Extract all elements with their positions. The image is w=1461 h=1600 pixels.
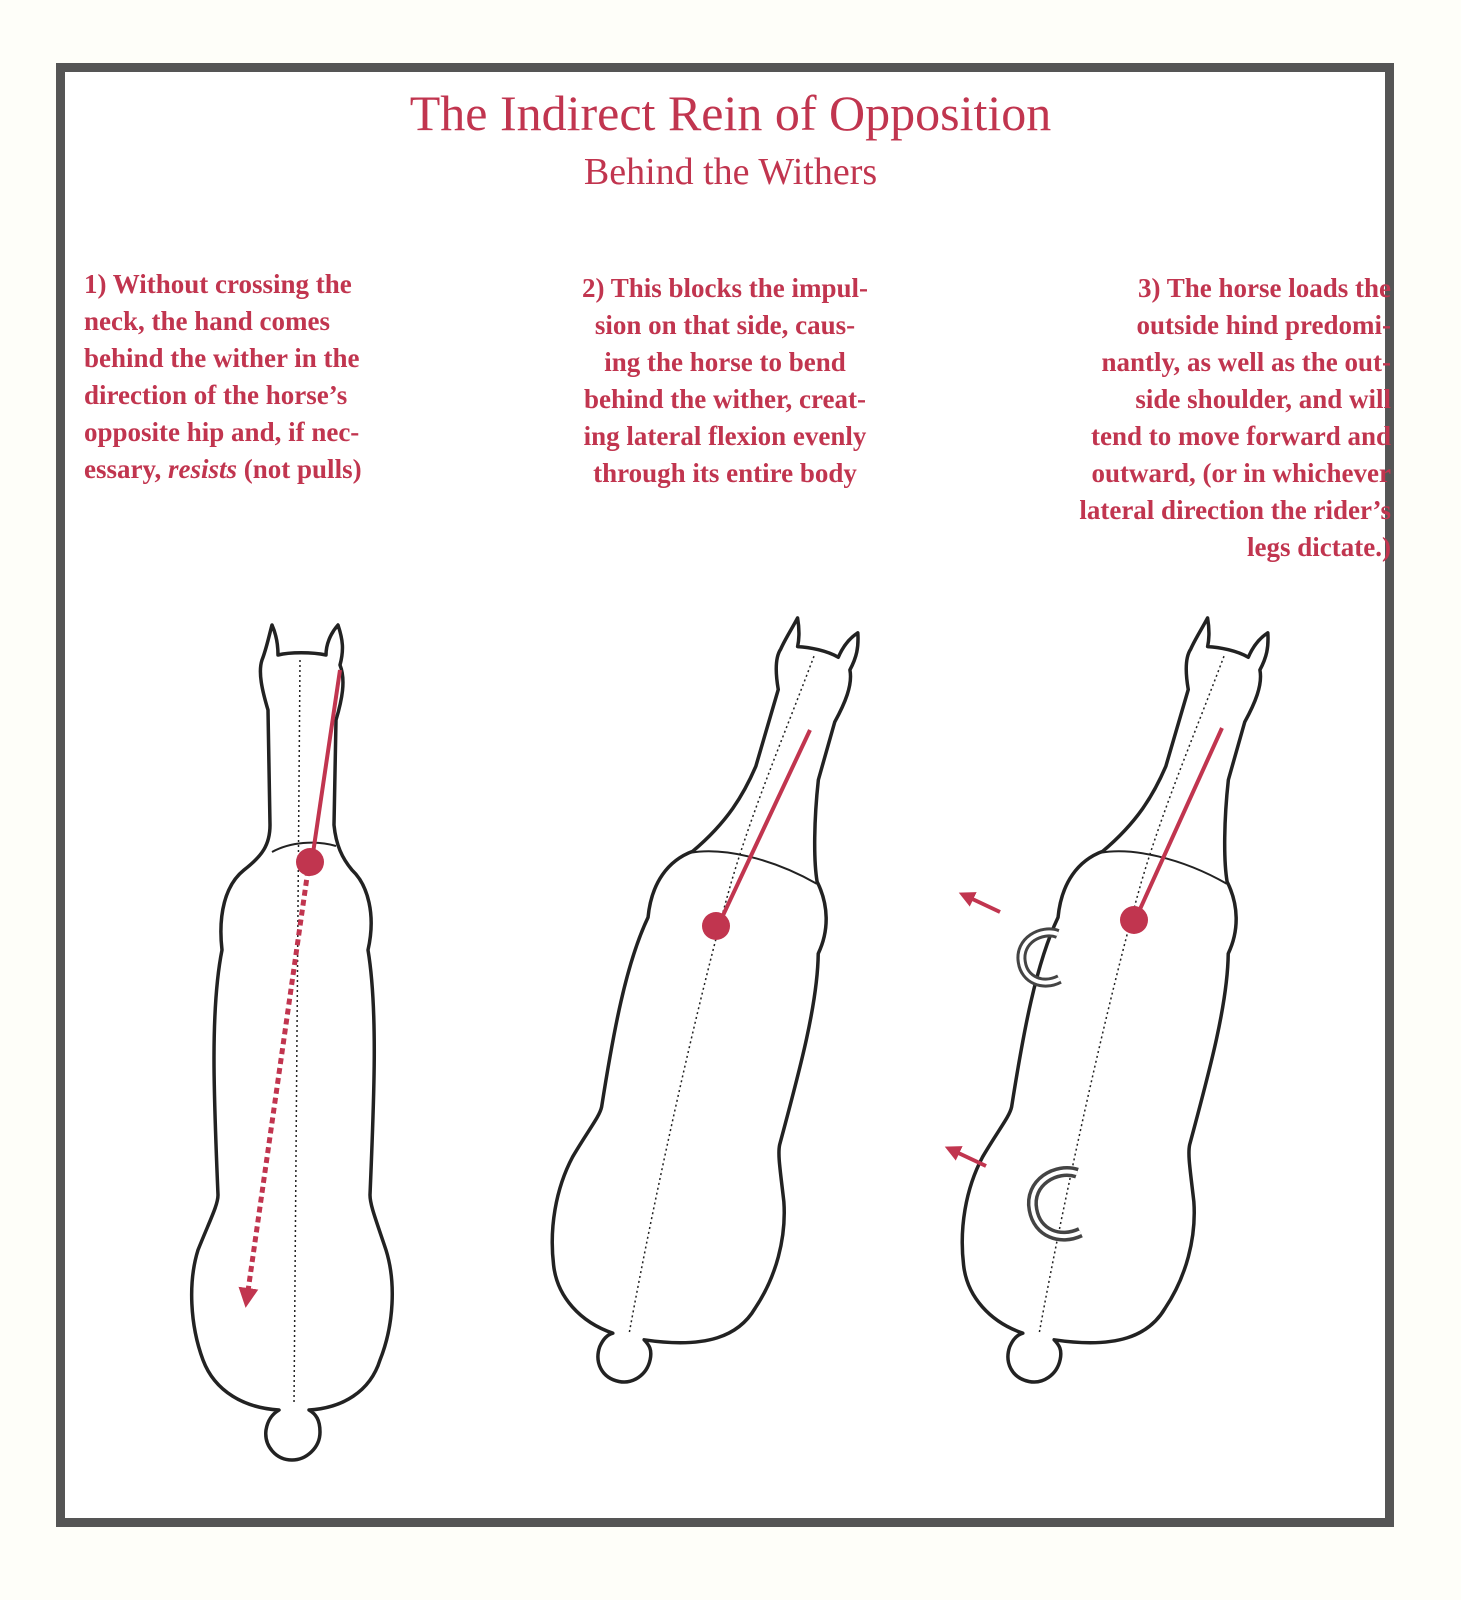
horse-2-spine-line [628,655,815,1333]
step-3-line-5: tend to move forward and [1091,421,1391,451]
horse-3-hand-dot [1120,906,1148,934]
step-2-line-2: sion on that side, caus- [594,310,856,340]
step-1-text: 1) Without crossing the neck, the hand c… [84,266,362,488]
diagram-subtitle: Behind the Withers [583,151,878,193]
step-1-line-6: essary, resists (not pulls) [84,451,362,488]
horse-1-direction-arrow [238,869,311,1308]
step-3-line-3: nantly, as well as the out- [1101,347,1391,377]
horse-1-spine-line [293,659,301,1406]
horse-3 [960,616,1270,1384]
motion-arrow-shoulder [958,892,1001,914]
horse-1-wither-line [271,841,337,853]
horse-3-spine-line [1038,655,1225,1333]
step-3-line-6: outward, (or in whichever [1091,458,1391,488]
step-3-line-2: outside hind predomi- [1136,310,1391,340]
horse-1-rein [310,669,342,861]
horse-2 [550,616,860,1384]
diagram-title: The Indirect Rein of Opposition [409,85,1052,141]
step-1-line-1: 1) Without crossing the [84,269,352,299]
step-1-emphasis: resists [168,454,238,484]
step-3-line-4: side shoulder, and will [1135,384,1391,414]
horse-2-hand-dot [702,912,730,940]
step-3-line-1: 3) The horse loads the [1137,273,1391,303]
horseshoe-icon [1016,927,1062,988]
step-2-line-6: through its entire body [593,458,857,488]
step-2-line-5: ing lateral flexion evenly [583,421,867,451]
horse-3-wither-line [1100,850,1228,885]
step-1-line-5: opposite hip and, if nec- [84,417,360,447]
horse-2-wither-line [690,850,818,885]
step-2-line-3: ing the horse to bend [604,347,846,377]
step-1-line-6-prefix: essary, [84,454,168,484]
step-2-text: 2) This blocks the impul- sion on that s… [540,270,910,492]
step-2-line-1: 2) This blocks the impul- [581,273,869,303]
step-3-text: 3) The horse loads the outside hind pred… [1079,270,1391,566]
horse-2-rein [716,729,812,927]
horse-1-outline [189,623,394,1462]
step-1-line-3: behind the wither in the [84,343,360,373]
step-3-line-7: lateral direction the rider’s [1079,495,1391,525]
horse-1-hand-dot [296,848,324,876]
horse-3-rein [1134,727,1224,919]
horse-1 [189,623,394,1462]
step-1-line-4: direction of the horse’s [84,380,348,410]
step-3-line-8: legs dictate.) [1247,532,1391,562]
horseshoe-icon [1026,1166,1083,1242]
horse-2-outline [550,616,860,1384]
step-2-line-4: behind the wither, creat- [584,384,866,414]
horse-3-outline [960,616,1270,1384]
step-1-line-6-suffix: (not pulls) [237,454,362,484]
motion-arrow-hind [944,1146,987,1168]
step-1-line-2: neck, the hand comes [84,306,331,336]
